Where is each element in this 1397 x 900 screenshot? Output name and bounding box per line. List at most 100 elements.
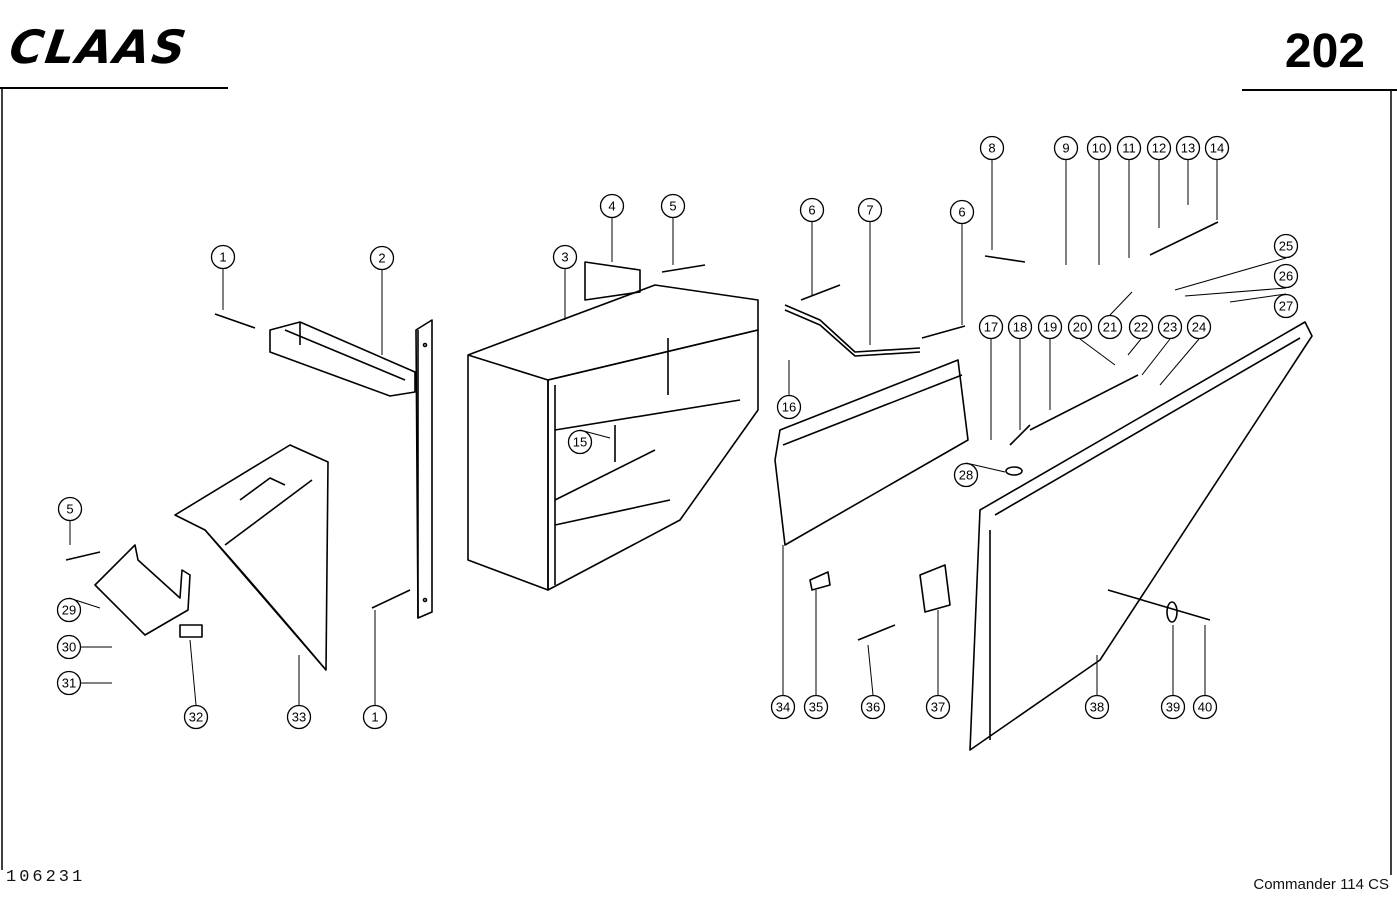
callout-number: 8 [988, 141, 995, 156]
callout-leader-line [965, 462, 1006, 473]
callout-circle [979, 135, 1005, 161]
callout-number: 24 [1192, 320, 1206, 335]
callout-number: 35 [809, 700, 823, 715]
document-number: 106231 [6, 868, 86, 887]
callout-circle [949, 199, 975, 225]
callout-leader-line [1159, 338, 1200, 386]
callout-26: 26 [1273, 263, 1299, 289]
callout-circle [57, 496, 83, 522]
callout-23: 23 [1157, 314, 1183, 340]
callout-25: 25 [1273, 233, 1299, 259]
callout-circle [183, 704, 209, 730]
callout-circle [1273, 233, 1299, 259]
callout-circle [286, 704, 312, 730]
callout-number: 39 [1166, 700, 1180, 715]
callout-number: 25 [1279, 239, 1293, 254]
callout-leader-line [1174, 257, 1287, 291]
callout-8: 8 [979, 135, 1005, 161]
callout-14: 14 [1204, 135, 1230, 161]
callout-leader-line [1079, 338, 1116, 366]
callout-34: 34 [770, 694, 796, 720]
callout-leader-line [1109, 291, 1133, 316]
callout-number: 23 [1163, 320, 1177, 335]
callout-number: 13 [1181, 141, 1195, 156]
callout-number: 9 [1062, 141, 1069, 156]
callout-number: 31 [62, 676, 76, 691]
callout-circle [803, 694, 829, 720]
callout-number: 2 [378, 251, 385, 266]
callout-circle [1116, 135, 1142, 161]
callout-number: 28 [959, 468, 973, 483]
callout-17: 17 [978, 314, 1004, 340]
callout-circle [1186, 314, 1212, 340]
part-wheel [1166, 601, 1178, 623]
callout-circle [1084, 694, 1110, 720]
callout-number: 17 [984, 320, 998, 335]
callout-number: 19 [1043, 320, 1057, 335]
callout-number: 34 [776, 700, 790, 715]
callout-number: 22 [1134, 320, 1148, 335]
callout-circle [1053, 135, 1079, 161]
callout-3: 3 [552, 244, 578, 270]
part-plate [179, 624, 203, 638]
callout-5: 5 [660, 193, 686, 219]
callout-circle [1273, 263, 1299, 289]
callout-24: 24 [1186, 314, 1212, 340]
callout-1: 1 [210, 244, 236, 270]
callout-29: 29 [56, 597, 82, 623]
callout-7: 7 [857, 197, 883, 223]
callout-leader-line [1127, 338, 1142, 356]
callout-circle [210, 244, 236, 270]
callout-40: 40 [1192, 694, 1218, 720]
callout-circle [1128, 314, 1154, 340]
callout-leaders [68, 160, 1287, 706]
callout-number: 27 [1279, 299, 1293, 314]
callout-circle [599, 193, 625, 219]
callout-5: 5 [57, 496, 83, 522]
callout-38: 38 [1084, 694, 1110, 720]
callout-4: 4 [599, 193, 625, 219]
callout-36: 36 [860, 694, 886, 720]
callout-32: 32 [183, 704, 209, 730]
callout-circle [1007, 314, 1033, 340]
callout-leader-line [1141, 338, 1171, 376]
callout-number: 40 [1198, 700, 1212, 715]
callout-number: 21 [1103, 320, 1117, 335]
part-housing-box [467, 261, 759, 591]
callout-number: 15 [573, 435, 587, 450]
callout-number: 6 [808, 203, 815, 218]
callout-number: 32 [189, 710, 203, 725]
part-side-panel [969, 321, 1313, 751]
callout-circle [362, 704, 388, 730]
callout-31: 31 [56, 670, 82, 696]
part-clip [809, 571, 831, 591]
callout-number: 12 [1152, 141, 1166, 156]
callout-number: 10 [1092, 141, 1106, 156]
callout-15: 15 [567, 429, 593, 455]
callout-number: 1 [219, 250, 226, 265]
machine-model: Commander 114 CS [1253, 876, 1389, 893]
callout-circle [925, 694, 951, 720]
callout-19: 19 [1037, 314, 1063, 340]
callout-circle [1157, 314, 1183, 340]
callout-number: 1 [371, 710, 378, 725]
callout-circle [1192, 694, 1218, 720]
callout-circle [567, 429, 593, 455]
callout-number: 3 [561, 250, 568, 265]
part-guard [94, 544, 191, 636]
callout-39: 39 [1160, 694, 1186, 720]
callout-1: 1 [362, 704, 388, 730]
callout-10: 10 [1086, 135, 1112, 161]
callout-circle [978, 314, 1004, 340]
callout-circle [1097, 314, 1123, 340]
callout-6: 6 [949, 199, 975, 225]
callout-37: 37 [925, 694, 951, 720]
callout-circle [56, 670, 82, 696]
callout-number: 38 [1090, 700, 1104, 715]
callout-18: 18 [1007, 314, 1033, 340]
callout-33: 33 [286, 704, 312, 730]
callout-circle [1273, 293, 1299, 319]
callout-number: 36 [866, 700, 880, 715]
callout-circle [776, 394, 802, 420]
